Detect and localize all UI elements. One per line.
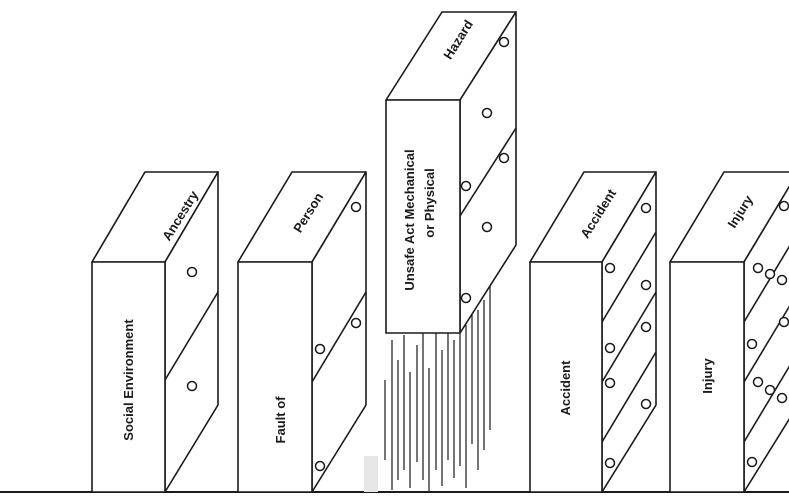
domino-injury-divider	[743, 305, 789, 383]
domino-accident-hole	[640, 398, 652, 410]
domino-injury-hole	[746, 456, 758, 468]
domino-hazard-hole	[460, 180, 472, 192]
domino-hazard-front-label-line1: Unsafe Act Mechanical	[402, 149, 417, 290]
domino-accident: Accident Accident	[529, 171, 657, 493]
domino-ancestry-hole	[186, 380, 198, 392]
domino-ancestry-front-label: Social Environment	[121, 319, 136, 441]
domino-hazard-hole	[460, 292, 472, 304]
domino-ancestry-hole	[186, 266, 198, 278]
domino-hazard-hole	[498, 36, 510, 48]
domino-accident-front-label: Accident	[558, 360, 573, 416]
domino-injury-hole	[746, 338, 758, 350]
domino-accident-divider	[601, 291, 657, 383]
domino-injury-hole	[752, 262, 764, 274]
domino-accident-hole	[604, 457, 616, 469]
domino-accident-hole	[640, 321, 652, 333]
domino-person-hole	[314, 460, 326, 472]
domino-person-hole	[350, 317, 362, 329]
domino-person: Person Fault of	[237, 171, 367, 493]
domino-hazard-hole	[498, 152, 510, 164]
domino-injury-hole	[764, 268, 776, 280]
domino-injury-hole	[776, 274, 788, 286]
domino-hazard-front-label-line2: or Physical	[422, 168, 437, 237]
domino-injury-hole	[778, 200, 789, 212]
domino-injury-front-face	[669, 261, 745, 493]
light-smudge	[364, 456, 378, 492]
domino-ancestry-divider	[164, 291, 219, 381]
domino-injury-hole	[752, 376, 764, 388]
domino-accident-hole	[604, 342, 616, 354]
domino-accident-hole	[604, 377, 616, 389]
falling-motion-lines	[384, 280, 491, 492]
domino-accident-hole	[604, 262, 616, 274]
domino-hazard: Hazard Unsafe Act Mechanical or Physical	[385, 11, 517, 334]
domino-injury-hole	[776, 392, 788, 404]
domino-hazard-divider	[459, 127, 517, 217]
domino-injury-divider	[743, 365, 789, 443]
domino-ancestry-front-face	[91, 261, 166, 493]
domino-accident-divider	[601, 231, 657, 323]
domino-hazard-hole	[481, 107, 493, 119]
domino-person-hole	[350, 201, 362, 213]
domino-person-hole	[314, 343, 326, 355]
domino-injury-front-label: Injury	[700, 358, 715, 394]
domino-injury-hole	[778, 316, 789, 328]
domino-accident-front-face	[529, 261, 603, 493]
domino-accident-hole	[640, 202, 652, 214]
domino-accident-divider	[601, 351, 657, 443]
domino-ancestry: Ancestry Social Environment	[91, 171, 219, 493]
domino-person-front-label: Fault of	[273, 396, 288, 444]
domino-hazard-front-face	[385, 99, 461, 334]
domino-accident-hole	[640, 279, 652, 291]
domino-person-divider	[311, 291, 367, 383]
domino-hazard-hole	[481, 221, 493, 233]
domino-person-front-face	[237, 261, 313, 493]
domino-injury-hole	[764, 384, 776, 396]
domino-injury: Injury Injury	[669, 171, 789, 493]
